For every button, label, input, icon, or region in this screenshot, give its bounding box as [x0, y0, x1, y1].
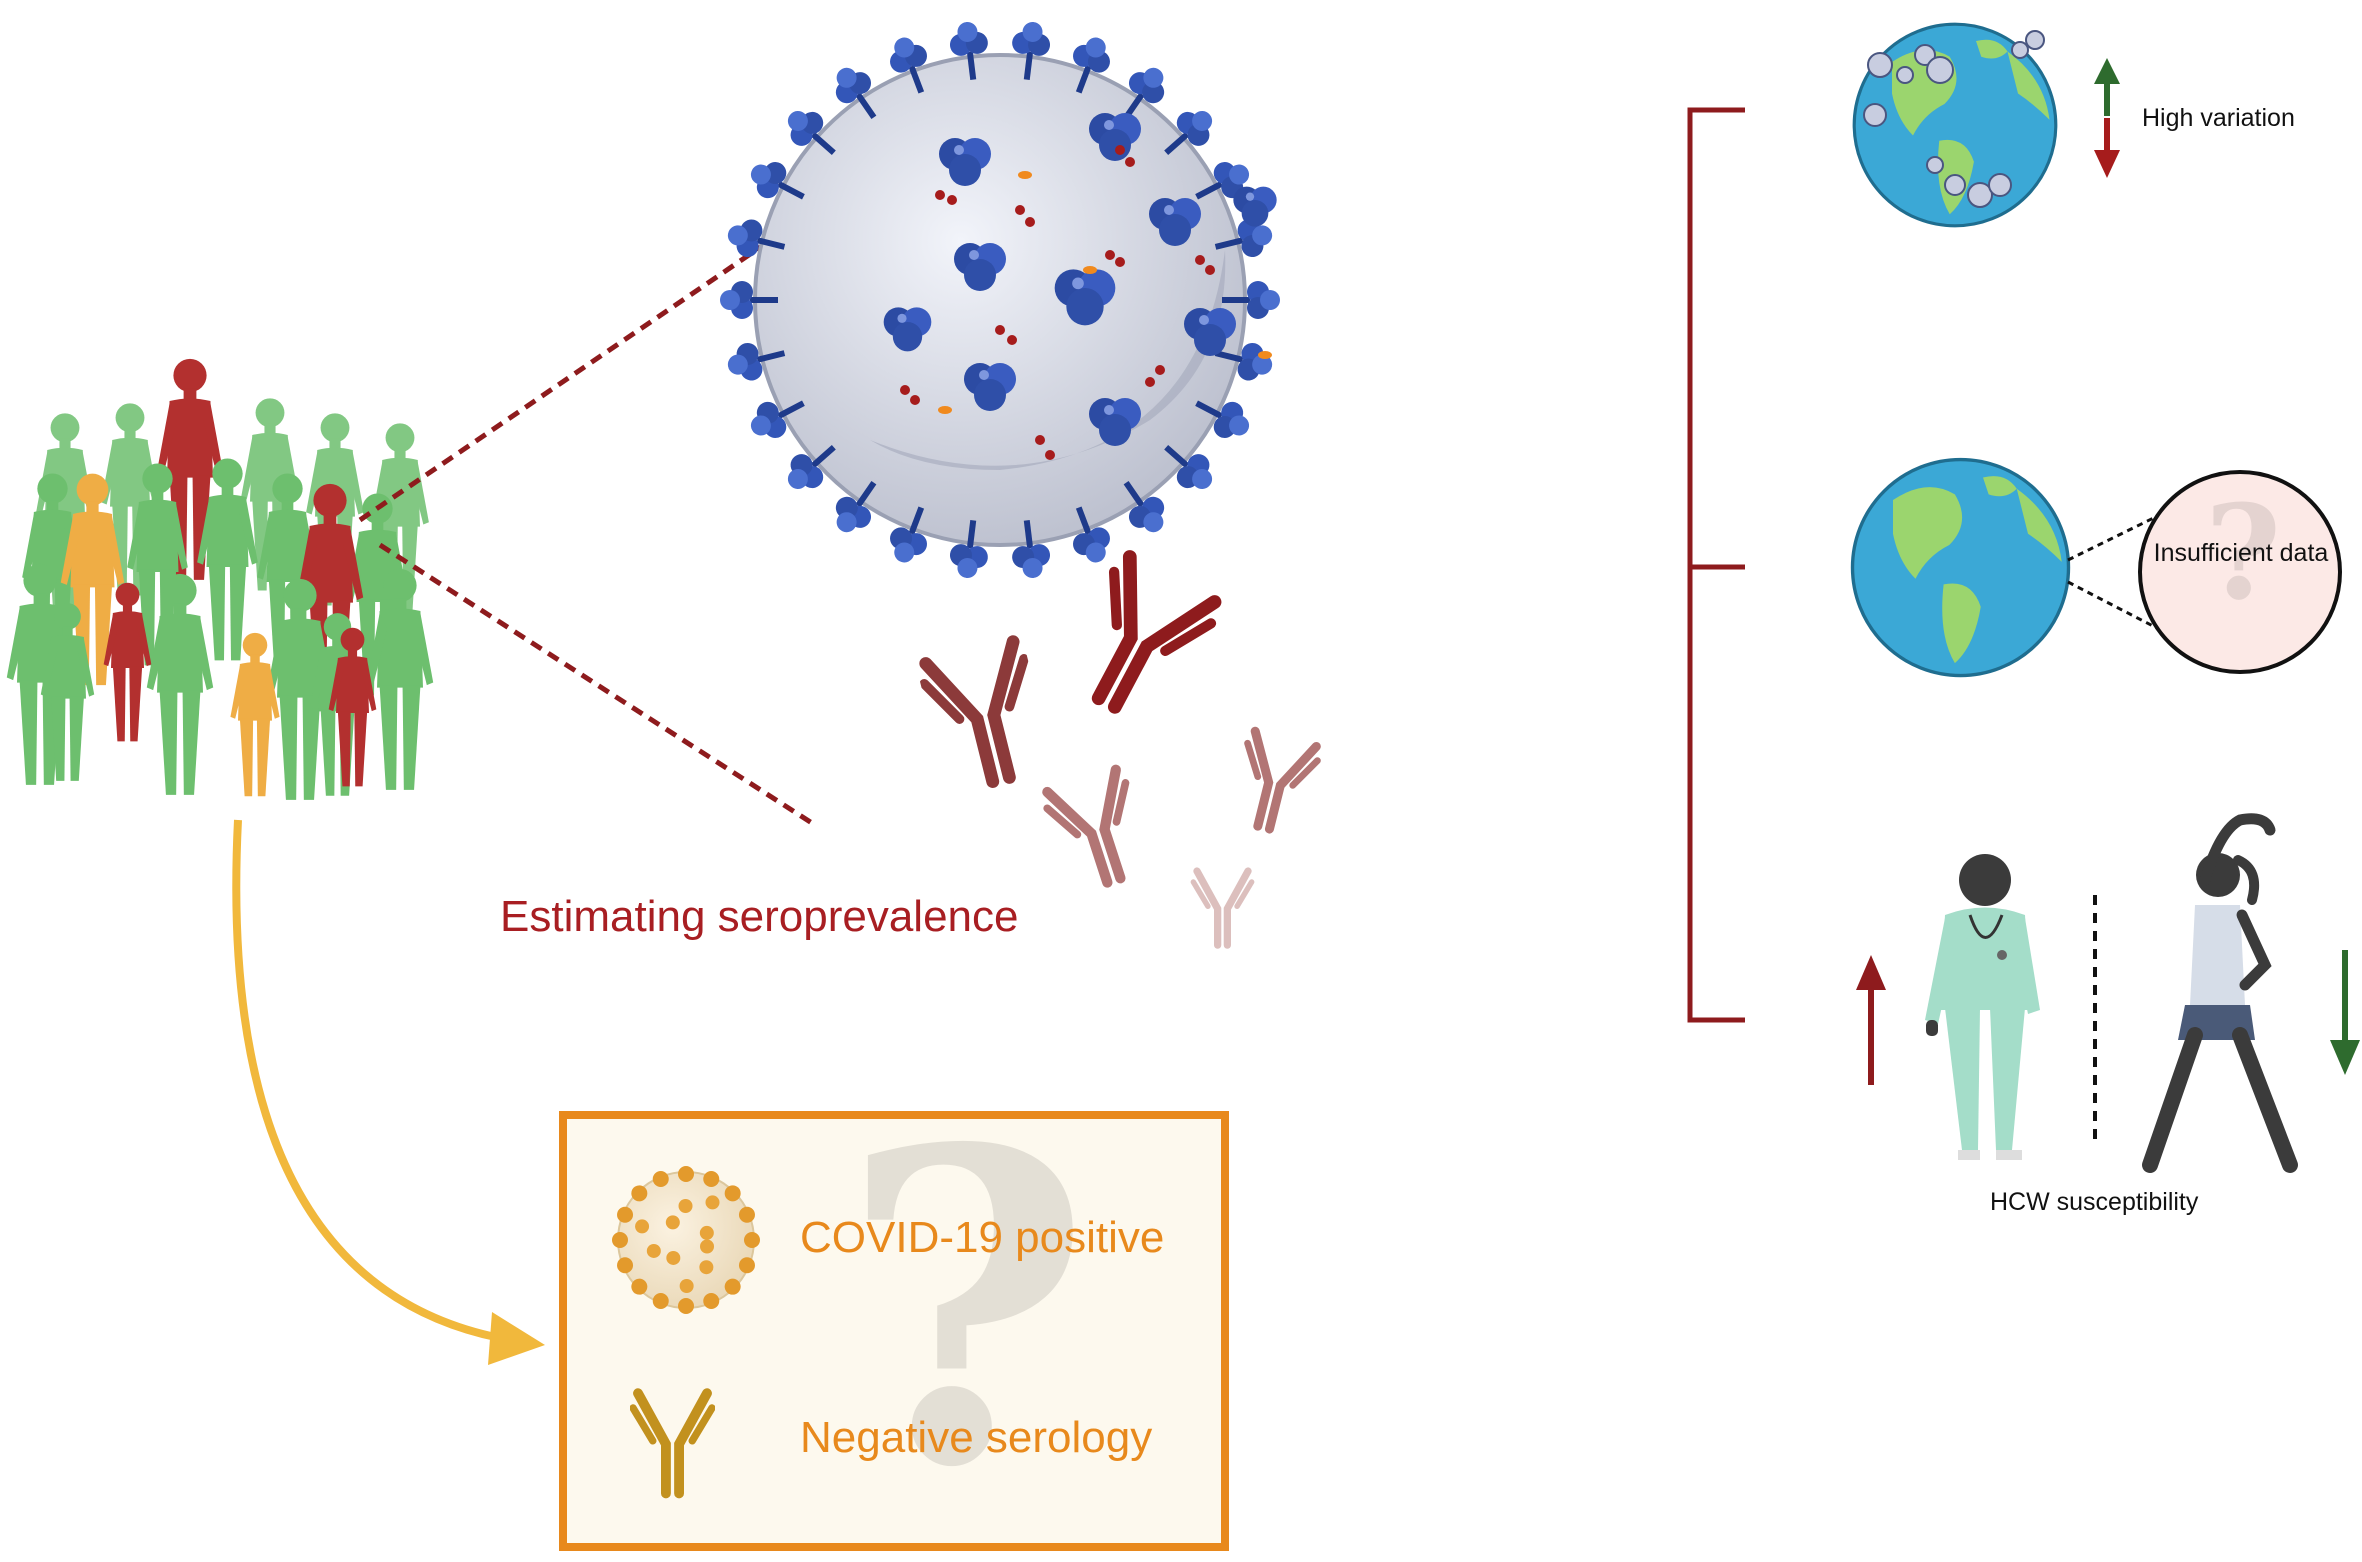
insufficient-data-label: Insufficient data	[2153, 539, 2329, 567]
small-virus-spike	[631, 1278, 648, 1295]
small-virus-spike	[652, 1171, 669, 1188]
small-virus-spike	[724, 1185, 741, 1202]
bracket-connector	[1195, 107, 1745, 1023]
small-virus-spike	[631, 1185, 648, 1202]
small-virus-spike	[617, 1257, 634, 1274]
small-virus-spike	[738, 1206, 755, 1223]
small-virus-clump	[679, 1278, 694, 1293]
zoom-lines	[358, 207, 817, 828]
antibody-icon	[920, 640, 1051, 792]
virus-orange-dots	[938, 171, 1272, 414]
yellow-arrow	[232, 819, 545, 1365]
hcw-section	[1856, 813, 2360, 1173]
small-virus-spike	[617, 1206, 634, 1223]
small-virus-spike	[652, 1292, 669, 1309]
healthcare-worker-icon	[1925, 854, 2040, 1160]
antibody-icon	[1229, 730, 1321, 836]
down-arrow-icon	[2094, 118, 2120, 178]
small-virus-clump	[705, 1195, 720, 1210]
result-box	[559, 1111, 1229, 1551]
up-arrow-icon	[1856, 955, 1886, 1085]
small-virus-spike	[678, 1298, 694, 1314]
small-virus-spike	[678, 1166, 694, 1182]
globe-icon-insufficient-data	[1850, 457, 2342, 678]
exercising-person-icon	[2142, 813, 2298, 1173]
virus-icon	[720, 19, 1280, 581]
antibody-icon	[1193, 871, 1251, 945]
up-arrow-icon	[2094, 58, 2120, 116]
insufficient-data-bubble	[2138, 470, 2342, 674]
small-virus-spike	[744, 1232, 760, 1248]
covid-positive-label: COVID-19 positive	[800, 1213, 1165, 1262]
antibody-icon	[1058, 554, 1220, 729]
small-virus-clump	[699, 1225, 714, 1240]
small-virus-spike	[612, 1232, 628, 1248]
down-arrow-icon	[2330, 950, 2360, 1075]
high-variation-label: High variation	[2142, 104, 2295, 132]
globe-virus-markers	[1863, 30, 2045, 208]
crowd-icon	[6, 358, 434, 800]
small-virus-clump	[700, 1239, 715, 1254]
hcw-susceptibility-label: HCW susceptibility	[1990, 1188, 2199, 1216]
negative-serology-label: Negative serology	[800, 1413, 1153, 1462]
small-virus-spike	[703, 1171, 720, 1188]
small-virus-clump	[665, 1215, 680, 1230]
estimating-seroprevalence-label: Estimating seroprevalence	[500, 892, 1019, 941]
antibody-cluster	[920, 554, 1321, 945]
small-virus-clump	[699, 1260, 714, 1275]
globe-icon-high-variation	[1852, 22, 2120, 228]
small-virus-clump	[666, 1250, 681, 1265]
small-virus-clump	[635, 1219, 650, 1234]
virus-dots	[900, 145, 1215, 460]
small-virus-spike	[724, 1278, 741, 1295]
antibody-icon	[1042, 768, 1153, 893]
small-virus-spike	[703, 1292, 720, 1309]
small-virus-spike	[738, 1257, 755, 1274]
small-virus-icon	[612, 1166, 760, 1314]
small-virus-clump	[678, 1199, 693, 1214]
small-virus-clump	[646, 1243, 661, 1258]
